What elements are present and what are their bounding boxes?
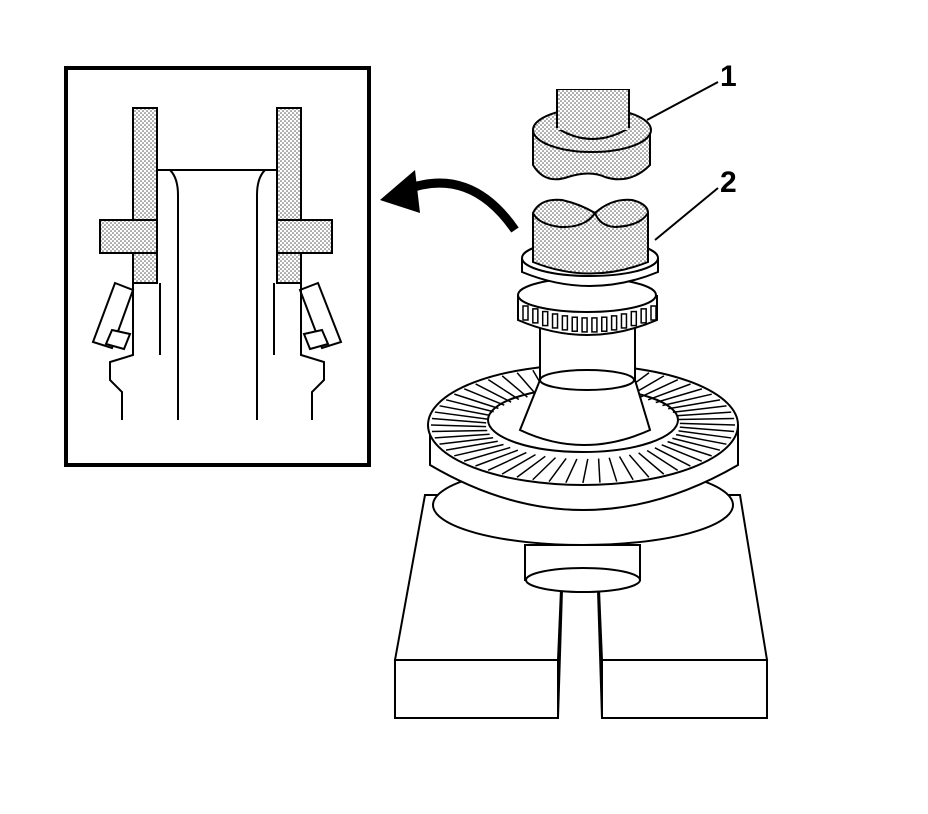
bearing-rollers <box>522 305 657 333</box>
gear-tooth <box>532 457 557 481</box>
carrier-right <box>300 283 325 420</box>
block-right-front <box>601 659 768 719</box>
gear-tooth <box>439 405 491 417</box>
bearing-roller <box>620 313 628 329</box>
gear-tooth <box>431 417 487 424</box>
gear-tooth <box>608 457 618 482</box>
bearing-roller <box>640 308 647 324</box>
gear-tooth <box>582 458 589 484</box>
gear-tooth <box>565 458 578 483</box>
gear-tooth <box>672 405 727 413</box>
bearing-installer <box>521 198 659 287</box>
gear-tooth <box>516 372 538 396</box>
gear-tooth <box>679 426 735 433</box>
bearing-roller <box>541 310 549 327</box>
gear-tooth <box>679 422 736 426</box>
gear-tooth <box>646 449 679 471</box>
gear-tooth <box>675 433 727 445</box>
gear-tooth <box>475 383 512 403</box>
gear-tooth <box>647 383 691 401</box>
gear-tooth <box>661 444 703 462</box>
gear-tooth <box>501 453 536 475</box>
gear-tooth <box>662 393 712 407</box>
gear-tooth <box>639 378 679 399</box>
gear-tooth <box>475 449 519 467</box>
gear-tooth <box>463 388 505 406</box>
gear-tooth <box>430 424 487 428</box>
bearing-roller <box>571 316 578 332</box>
gear-tooth <box>672 437 721 451</box>
callout-2: 2 <box>654 166 737 241</box>
bearing-roller <box>601 316 608 332</box>
gear-tooth <box>678 430 732 439</box>
callout-1-label: 1 <box>720 60 737 93</box>
shaft-right-edge <box>256 169 266 420</box>
tool-wall-left <box>132 107 158 284</box>
detail-inset <box>64 66 371 467</box>
block-left-front <box>394 659 559 719</box>
gear-tooth <box>434 433 490 439</box>
bearing-roller <box>551 313 559 329</box>
bearing-right <box>298 281 343 351</box>
installer-body <box>532 213 649 275</box>
gear-tooth <box>668 399 721 410</box>
bearing-roller <box>610 315 618 331</box>
detail-arrow <box>380 170 519 233</box>
callout-1: 1 <box>646 60 737 121</box>
gear-tooth <box>445 399 494 413</box>
gear-tooth <box>676 411 732 417</box>
gear-tooth <box>434 411 488 420</box>
carrier-left <box>109 283 134 420</box>
pinion-bearing <box>517 277 658 336</box>
gear-tooth <box>548 458 567 482</box>
gear-tooth <box>454 393 499 410</box>
gear-tooth <box>655 388 703 404</box>
gear-tooth <box>501 375 528 398</box>
gear-tooth <box>638 452 665 475</box>
gear-tooth <box>439 437 494 445</box>
bearing-roller <box>591 317 598 333</box>
shaft-body <box>518 324 652 446</box>
bearing-roller <box>532 308 539 324</box>
gear-tooth <box>667 440 712 457</box>
press-ram <box>532 89 652 181</box>
gear-tooth <box>628 454 650 478</box>
bearing-roller <box>630 310 638 327</box>
installer-top-notch <box>531 198 650 229</box>
gear-tooth <box>463 446 511 462</box>
gear-tooth <box>454 443 504 457</box>
bearing-roller <box>650 305 657 321</box>
pinion-shaft <box>518 324 652 446</box>
tool-wall-right <box>276 107 302 284</box>
bearing-roller <box>561 315 569 331</box>
bearing-left <box>91 281 135 351</box>
callout-2-label: 2 <box>720 166 737 199</box>
inset-frame <box>64 66 371 467</box>
bearing-roller <box>522 305 529 321</box>
tool-flange-left <box>99 219 158 254</box>
bearing-roller <box>581 317 588 333</box>
tool-flange-right <box>276 219 333 254</box>
gear-tooth <box>597 458 601 483</box>
shaft-left-edge <box>169 169 179 420</box>
gear-tooth <box>431 429 488 433</box>
gear-tooth <box>487 379 520 401</box>
gear-tooth <box>654 447 691 467</box>
gear-tooth <box>618 456 634 481</box>
gear-tooth <box>516 455 546 478</box>
gear-tooth <box>487 451 527 472</box>
gear-tooth <box>678 417 735 421</box>
gear-tooth <box>445 440 498 451</box>
